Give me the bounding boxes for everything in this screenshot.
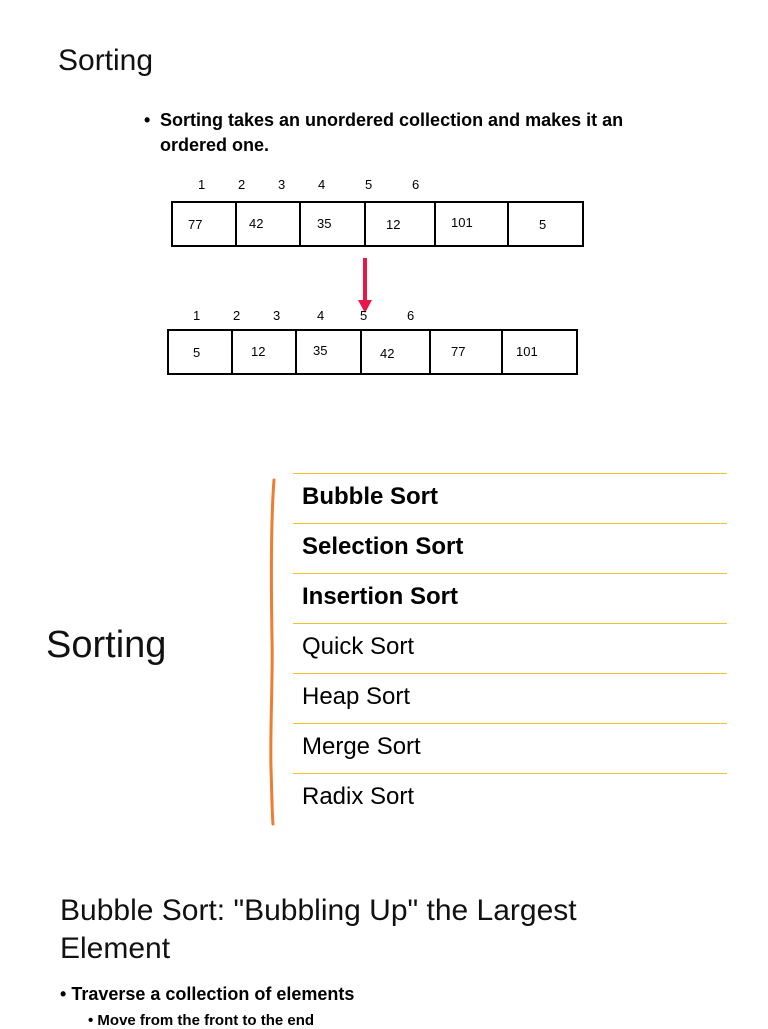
slide1-bullet: • Sorting takes an unordered collection … xyxy=(144,108,624,158)
unsorted-index-1: 1 xyxy=(198,177,206,192)
array-cell: 5 xyxy=(167,329,233,375)
sorted-array: 5 12 35 42 77 101 xyxy=(167,329,578,375)
array-cell: 35 xyxy=(299,201,366,247)
cell-value: 42 xyxy=(380,346,395,361)
list-item-bubble-sort: Bubble Sort xyxy=(293,473,727,523)
unsorted-index-5: 5 xyxy=(365,177,373,192)
cell-value: 77 xyxy=(451,344,466,359)
sorted-index-6: 6 xyxy=(407,308,415,323)
cell-value: 101 xyxy=(451,215,473,230)
array-cell: 12 xyxy=(231,329,297,375)
slide3-sub-bullet: • Move from the front to the end xyxy=(88,1012,315,1029)
slide3-bullet-text: Traverse a collection of elements xyxy=(71,984,355,1004)
list-item-insertion-sort: Insertion Sort xyxy=(293,573,727,623)
sorted-index-2: 2 xyxy=(233,308,241,323)
cell-value: 35 xyxy=(313,343,328,358)
sorted-index-4: 4 xyxy=(317,308,325,323)
array-cell: 101 xyxy=(434,201,509,247)
down-arrow-icon xyxy=(358,300,372,313)
slide2-title: Sorting xyxy=(46,624,167,666)
list-item-heap-sort: Heap Sort xyxy=(293,673,727,723)
list-item-selection-sort: Selection Sort xyxy=(293,523,727,573)
bullet-dot: • xyxy=(144,110,151,130)
unsorted-index-6: 6 xyxy=(412,177,420,192)
list-item-quick-sort: Quick Sort xyxy=(293,623,727,673)
array-cell: 12 xyxy=(364,201,436,247)
unsorted-index-3: 3 xyxy=(278,177,286,192)
down-arrow-shaft xyxy=(363,258,367,302)
sorted-index-1: 1 xyxy=(193,308,201,323)
array-cell: 35 xyxy=(295,329,362,375)
unsorted-index-4: 4 xyxy=(318,177,326,192)
sorted-index-5: 5 xyxy=(360,308,368,323)
array-cell: 5 xyxy=(507,201,584,247)
list-item-merge-sort: Merge Sort xyxy=(293,723,727,773)
sorted-index-3: 3 xyxy=(273,308,281,323)
unsorted-array: 77 42 35 12 101 5 xyxy=(171,201,584,247)
cell-value: 5 xyxy=(193,345,201,360)
array-cell: 101 xyxy=(501,329,578,375)
array-cell: 77 xyxy=(171,201,237,247)
cell-value: 77 xyxy=(188,217,203,232)
slide1-title: Sorting xyxy=(58,44,154,77)
cell-value: 12 xyxy=(251,344,266,359)
cell-value: 12 xyxy=(386,217,401,232)
brace-line xyxy=(269,478,276,826)
slide3-bullet: • Traverse a collection of elements xyxy=(60,984,355,1004)
slide3-title: Bubble Sort: "Bubbling Up" the Largest E… xyxy=(60,894,577,965)
cell-value: 101 xyxy=(516,344,538,359)
slide1-bullet-text: Sorting takes an unordered collection an… xyxy=(160,110,624,155)
unsorted-index-2: 2 xyxy=(238,177,246,192)
cell-value: 42 xyxy=(249,216,264,231)
cell-value: 5 xyxy=(539,217,547,232)
array-cell: 42 xyxy=(360,329,431,375)
list-item-radix-sort: Radix Sort xyxy=(293,773,727,823)
array-cell: 42 xyxy=(235,201,301,247)
slide3-sub-bullet-text: Move from the front to the end xyxy=(97,1012,315,1029)
cell-value: 35 xyxy=(317,216,332,231)
sort-algorithm-list: Bubble Sort Selection Sort Insertion Sor… xyxy=(293,473,727,823)
array-cell: 77 xyxy=(429,329,503,375)
